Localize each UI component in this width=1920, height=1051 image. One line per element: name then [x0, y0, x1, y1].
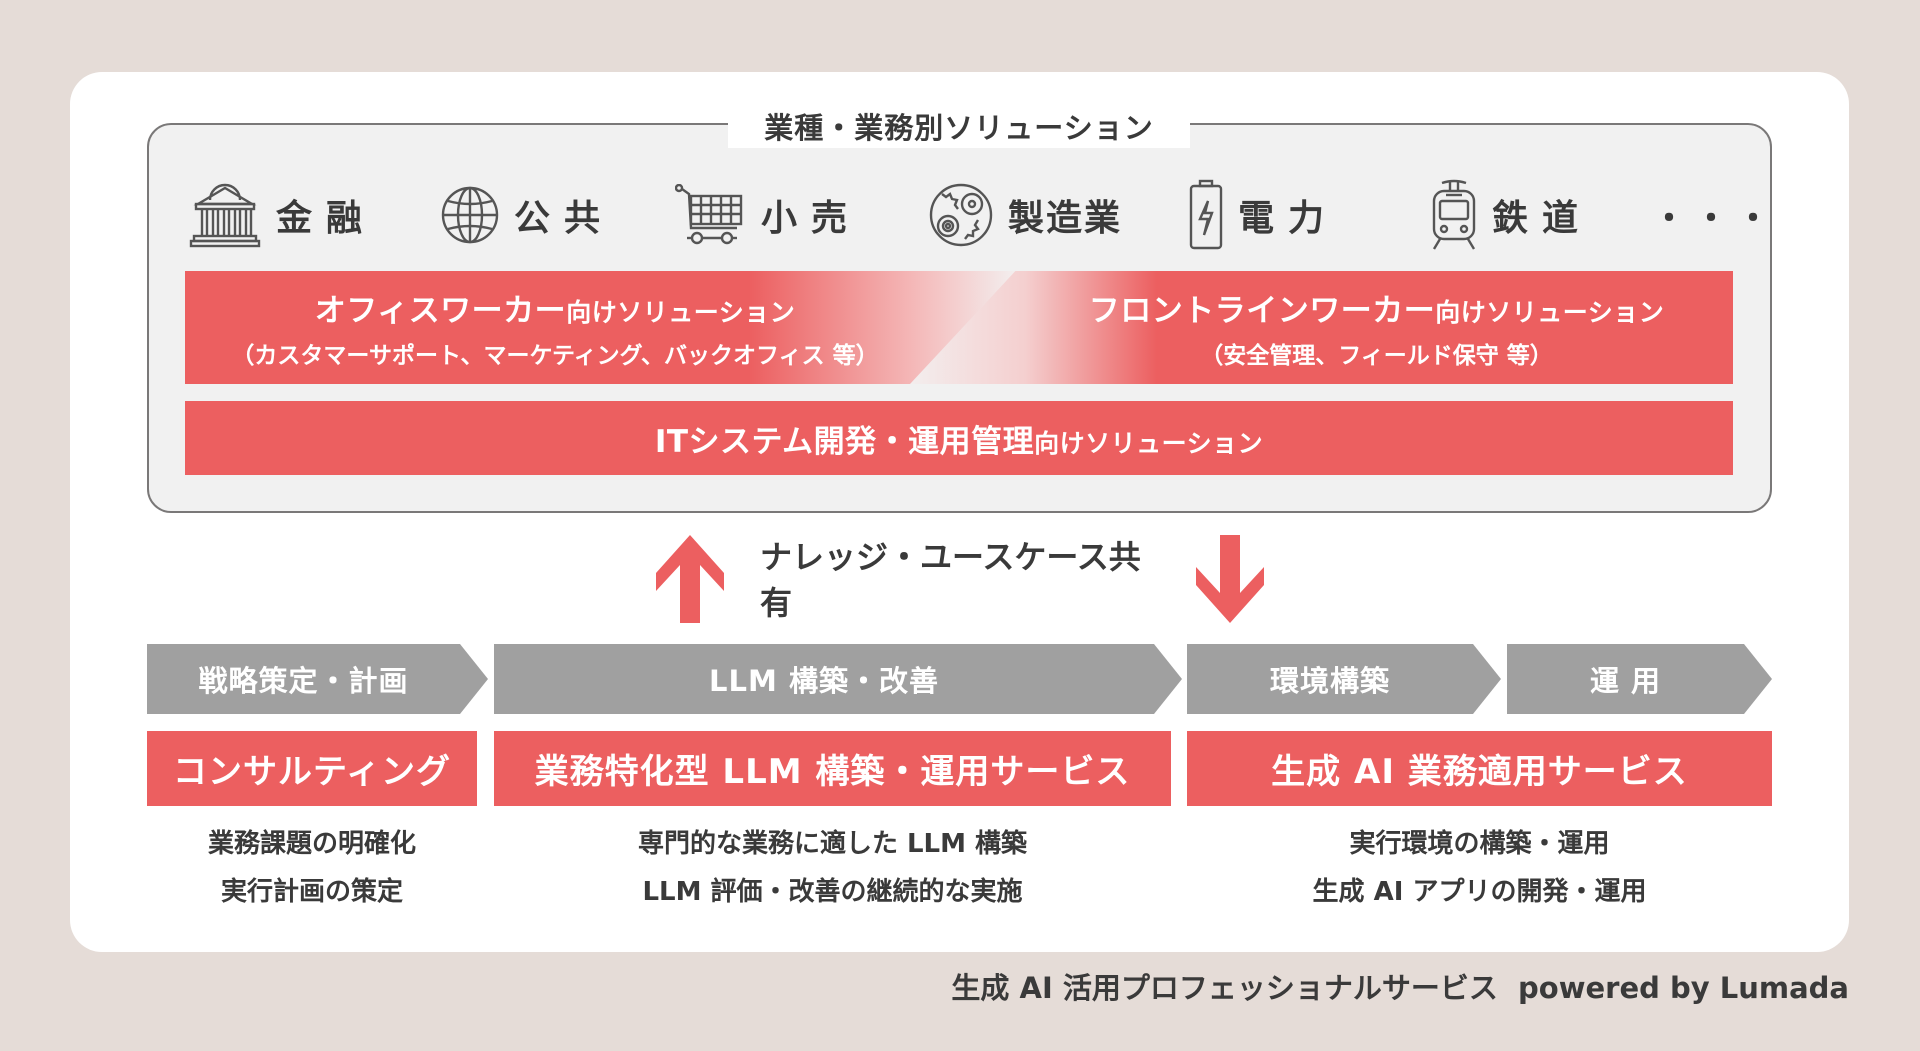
- description-line: 生成 AI アプリの開発・運用: [1312, 877, 1647, 907]
- industry-section-title: 業種・業務別ソリューション: [728, 104, 1190, 148]
- industry-list: 金融 公共 小売: [0, 175, 1920, 255]
- solution-title: ITシステム開発・運用管理: [654, 423, 1035, 460]
- it-system-solution: ITシステム開発・運用管理向けソリューション: [185, 401, 1733, 475]
- solution-suffix: 向けソリューション: [1034, 428, 1264, 458]
- solution-suffix: 向けソリューション: [566, 298, 796, 327]
- service-llm-build-operation: 業務特化型 LLM 構築・運用サービス: [494, 731, 1171, 806]
- more-ellipsis: ・・・: [1652, 198, 1778, 239]
- description-line: LLM 評価・改善の継続的な実施: [642, 877, 1023, 907]
- phase-label: 環境構築: [1269, 664, 1390, 698]
- gears-icon: [928, 182, 994, 248]
- phase-label: 運 用: [1589, 664, 1662, 698]
- frontline-worker-solution: フロントラインワーカー向けソリューション （安全管理、フィールド保守 等）: [910, 271, 1733, 384]
- bank-icon: [188, 180, 262, 250]
- arrow-down-icon: [1196, 535, 1264, 623]
- solution-examples: （カスタマーサポート、マーケティング、バックオフィス 等）: [231, 343, 879, 369]
- phase-label: LLM 構築・改善: [709, 664, 939, 698]
- office-worker-solution: オフィスワーカー向けソリューション （カスタマーサポート、マーケティング、バック…: [185, 271, 1015, 384]
- solution-title: フロントラインワーカー: [1088, 293, 1436, 329]
- train-icon: [1430, 179, 1478, 251]
- industry-label: 金融: [276, 198, 377, 239]
- description-line: 業務課題の明確化: [207, 829, 416, 859]
- service-description-genai: 実行環境の構築・運用 生成 AI アプリの開発・運用: [1187, 820, 1772, 916]
- phase-operation: 運 用: [1507, 644, 1772, 714]
- industry-label: 電力: [1238, 198, 1339, 239]
- service-description-consulting: 業務課題の明確化 実行計画の策定: [147, 820, 477, 916]
- industry-more: ・・・: [1652, 175, 1778, 255]
- service-description-llm: 専門的な業務に適した LLM 構築 LLM 評価・改善の継続的な実施: [494, 820, 1171, 916]
- industry-finance: 金融: [188, 175, 376, 255]
- phase-llm-build-improve: LLM 構築・改善: [494, 644, 1182, 714]
- industry-retail: 小売: [675, 175, 861, 255]
- industry-label: 製造業: [1008, 198, 1123, 239]
- phase-strategy-planning: 戦略策定・計画: [147, 644, 488, 714]
- knowledge-share-label: ナレッジ・ユースケース共有: [760, 538, 1141, 622]
- industry-railway: 鉄道: [1430, 175, 1592, 255]
- industry-electric-power: 電力: [1188, 175, 1338, 255]
- description-line: 実行環境の構築・運用: [1349, 829, 1610, 859]
- description-line: 実行計画の策定: [220, 877, 403, 907]
- industry-label: 鉄道: [1492, 198, 1593, 239]
- arrow-up-icon: [656, 535, 724, 623]
- industry-public: 公共: [440, 175, 614, 255]
- solution-suffix: 向けソリューション: [1435, 298, 1665, 327]
- service-genai-application: 生成 AI 業務適用サービス: [1187, 731, 1772, 806]
- industry-manufacturing: 製造業: [928, 175, 1122, 255]
- footer-caption: 生成 AI 活用プロフェッショナルサービス powered by Lumada: [951, 971, 1849, 1005]
- globe-icon: [440, 185, 500, 245]
- shopping-cart-icon: [675, 184, 747, 246]
- battery-icon: [1188, 179, 1224, 251]
- solution-examples: （安全管理、フィールド保守 等）: [1200, 343, 1553, 369]
- solution-title: オフィスワーカー: [314, 293, 567, 329]
- phase-label: 戦略策定・計画: [198, 664, 409, 698]
- service-consulting: コンサルティング: [147, 731, 477, 806]
- industry-label: 小売: [761, 198, 862, 239]
- phase-environment-build: 環境構築: [1187, 644, 1501, 714]
- industry-label: 公共: [514, 198, 615, 239]
- description-line: 専門的な業務に適した LLM 構築: [637, 829, 1028, 859]
